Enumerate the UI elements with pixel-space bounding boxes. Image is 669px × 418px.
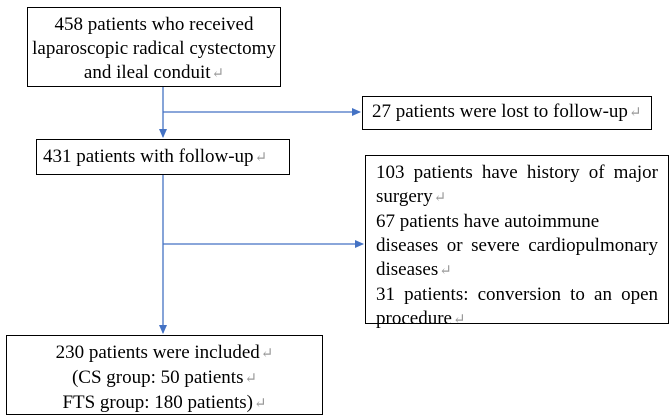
paragraph-mark: ↵ (254, 150, 268, 166)
box-lost-to-follow-up: 27 patients were lost to follow-up↵ (362, 96, 652, 130)
box-excluded-line-2: surgery↵ (376, 186, 447, 207)
box-included-line-3: FTS group: 180 patients)↵ (62, 392, 267, 413)
box-included-line-2: (CS group: 50 patients↵ (71, 367, 258, 388)
paragraph-mark: ↵ (439, 263, 452, 279)
box-excluded-line-3: 67 patients have autoimmune (376, 211, 600, 232)
box-initial-patients: 458 patients who received laparoscopic r… (27, 7, 281, 87)
paragraph-mark: ↵ (628, 105, 642, 121)
paragraph-mark: ↵ (211, 66, 225, 82)
box-excluded-line-4: diseases or severe cardiopulmonary (376, 235, 658, 256)
paragraph-mark: ↵ (253, 396, 267, 412)
paragraph-mark: ↵ (452, 312, 466, 328)
box-excluded-line-5: diseases↵ (376, 259, 452, 280)
box-excluded-line-7: procedure↵ (376, 308, 466, 329)
box-with-follow-up: 431 patients with follow-up↵ (36, 139, 290, 175)
box-included-patients: 230 patients were included↵ (CS group: 5… (6, 335, 323, 415)
paragraph-mark: ↵ (433, 190, 447, 206)
box-initial-line-2: laparoscopic radical cystectomy (32, 38, 276, 59)
box-lost-line-1: 27 patients were lost to follow-up↵ (372, 101, 642, 122)
box-excluded-line-6: 31 patients: conversion to an open (376, 284, 658, 305)
box-included-line-1: 230 patients were included↵ (55, 342, 274, 363)
box-initial-line-1: 458 patients who received (54, 14, 254, 35)
paragraph-mark: ↵ (244, 371, 258, 387)
box-followup-line-1: 431 patients with follow-up↵ (43, 146, 268, 167)
paragraph-mark: ↵ (260, 346, 274, 362)
box-initial-line-3: and ileal conduit↵ (83, 62, 225, 83)
box-excluded-patients: 103 patients have history of major surge… (365, 155, 669, 329)
box-excluded-line-1: 103 patients have history of major (376, 162, 658, 183)
